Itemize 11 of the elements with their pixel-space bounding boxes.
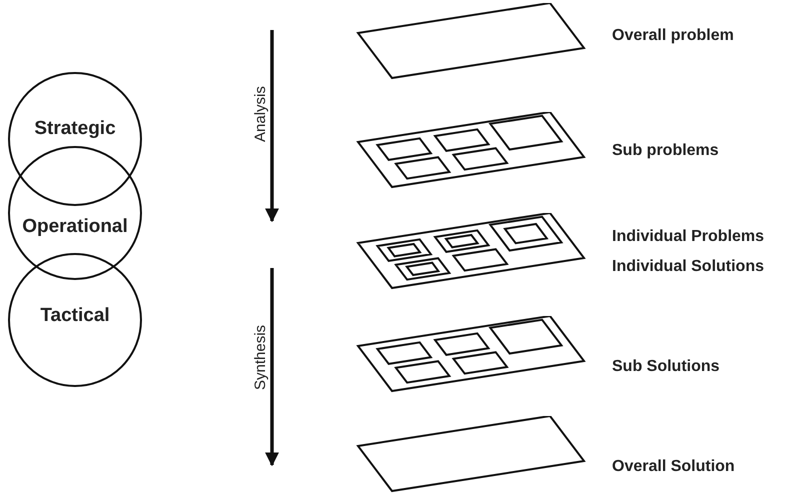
layer-label: Overall problem bbox=[612, 27, 734, 45]
layer-label: Individual Problems bbox=[612, 228, 764, 246]
layer-label: Individual Solutions bbox=[612, 258, 764, 276]
level-circle: Operational bbox=[8, 146, 142, 280]
layer-label: Sub Solutions bbox=[612, 358, 720, 376]
level-circle: Strategic bbox=[8, 72, 142, 206]
direction-label: Analysis bbox=[252, 86, 269, 142]
level-circle: Tactical bbox=[8, 253, 142, 387]
layer-label: Sub problems bbox=[612, 142, 719, 160]
direction-label: Synthesis bbox=[252, 324, 269, 390]
layer-label: Overall Solution bbox=[612, 458, 735, 476]
